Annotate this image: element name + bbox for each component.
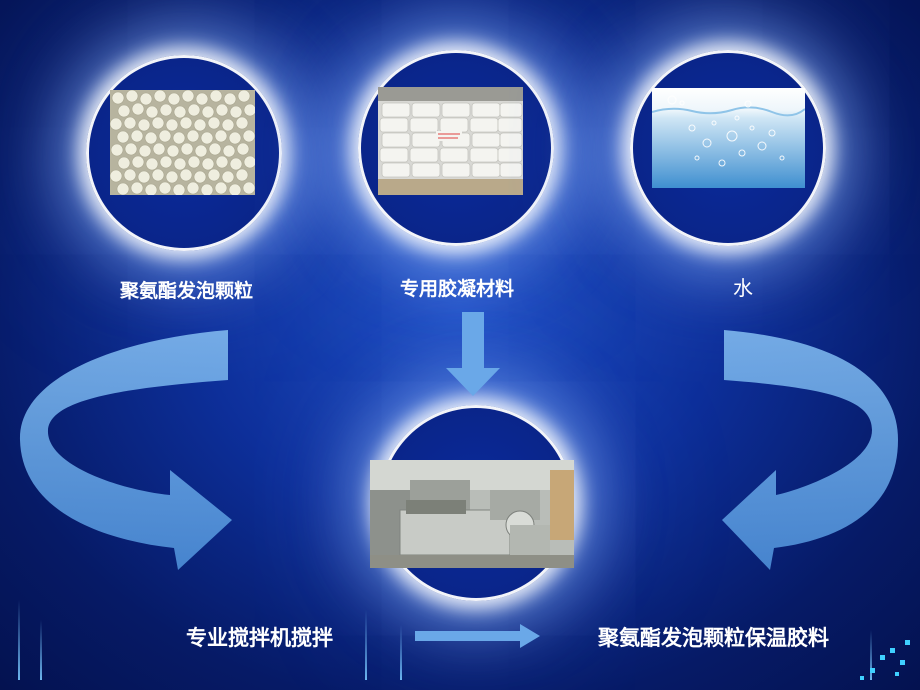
- input-label-cementitious-material: 专用胶凝材料: [400, 278, 515, 300]
- left-curved-arrow: [19, 330, 232, 570]
- input-label-water: 水: [733, 276, 753, 300]
- light-streak: [40, 620, 42, 680]
- input-label-foam-granules: 聚氨酯发泡颗粒: [120, 280, 254, 302]
- water-photo: [652, 88, 805, 188]
- process-label: 专业搅拌机搅拌: [186, 626, 333, 650]
- foam-granules-photo: [110, 90, 255, 195]
- light-streak: [870, 630, 872, 680]
- mixer-machine-photo: [370, 460, 574, 568]
- light-streak: [18, 600, 20, 680]
- output-label: 聚氨酯发泡颗粒保温胶料: [598, 626, 829, 650]
- light-streak: [400, 625, 402, 680]
- down-arrow: [446, 312, 500, 396]
- light-streak: [365, 610, 367, 680]
- cement-bags-photo: [378, 87, 523, 195]
- right-curved-arrow: [722, 330, 898, 570]
- right-arrow: [415, 624, 540, 648]
